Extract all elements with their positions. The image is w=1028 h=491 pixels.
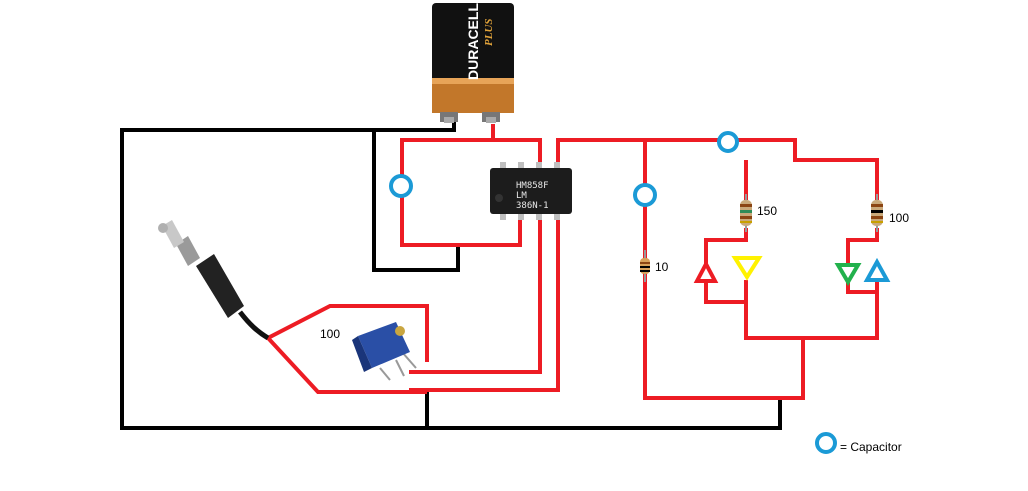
black-wires <box>120 118 782 430</box>
red-wire-pot-loop <box>264 304 429 394</box>
legend-capacitor-text: = Capacitor <box>840 440 902 454</box>
red-wires <box>264 124 879 400</box>
battery: DURACELL PLUS <box>432 3 514 123</box>
potentiometer <box>352 322 417 381</box>
black-wire-battery-to-chip <box>372 128 460 272</box>
capacitor-left <box>389 174 413 198</box>
red-wire-top-rail <box>556 138 879 200</box>
led-red <box>693 259 719 283</box>
resistor-150-label: 150 <box>757 204 777 218</box>
resistor-10-label: 10 <box>655 260 669 274</box>
capacitors <box>389 131 739 207</box>
battery-brand: DURACELL <box>465 3 481 80</box>
pot-value-label: 100 <box>320 327 340 341</box>
led-yellow <box>731 256 763 281</box>
resistor-100 <box>871 194 883 232</box>
lm386-chip: HM858F LM 386N-1 <box>490 162 572 220</box>
led-green <box>834 263 862 286</box>
red-wire-chip-top <box>493 138 542 165</box>
red-wire-led-left-loop <box>704 228 748 304</box>
led-blue <box>863 257 891 282</box>
leds <box>693 256 891 286</box>
capacitor-top-rail <box>717 131 739 153</box>
red-wire-led-right-loop <box>846 228 879 294</box>
red-wire-left-branch <box>643 140 805 400</box>
resistor-10 <box>640 250 650 282</box>
resistor-100-label: 100 <box>889 211 909 225</box>
audio-jack <box>158 220 270 341</box>
red-wire-chip-out-1 <box>409 218 542 374</box>
chip-label-line2: LM <box>516 191 527 201</box>
legend-capacitor-symbol <box>815 432 837 454</box>
red-wire-chip-out-2 <box>409 218 560 392</box>
legend: = Capacitor <box>815 432 902 454</box>
black-wire-outer-loop <box>120 118 782 430</box>
chip-label-line1: HM858F <box>516 181 549 191</box>
resistor-150 <box>740 194 752 232</box>
battery-tagline: PLUS <box>483 19 495 47</box>
capacitor-mid <box>633 183 657 207</box>
chip-label-line3: 386N-1 <box>516 201 549 211</box>
red-wire-led-bus <box>744 280 879 340</box>
